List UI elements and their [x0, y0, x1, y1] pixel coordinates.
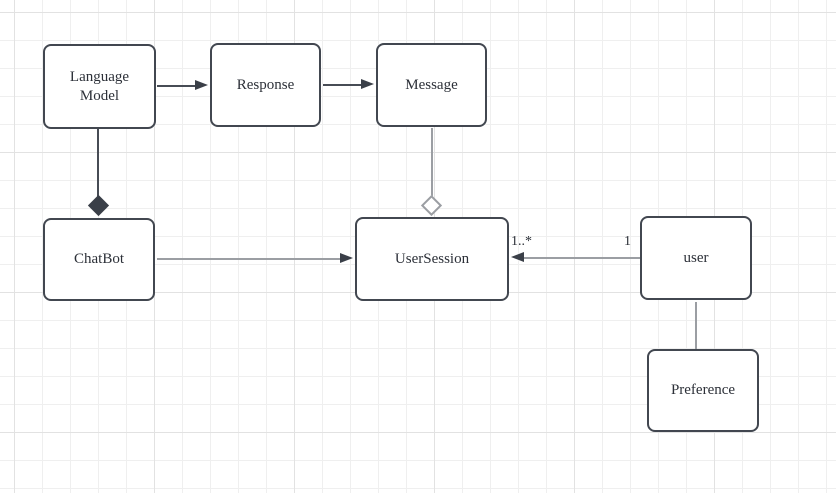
- node-language-model[interactable]: Language Model: [43, 44, 156, 129]
- arrowhead-right-icon: [340, 253, 353, 263]
- composition-diamond-icon: [87, 194, 110, 217]
- node-chatbot[interactable]: ChatBot: [43, 218, 155, 301]
- node-language-model-label: Language Model: [69, 68, 130, 104]
- node-preference-label: Preference: [670, 382, 736, 398]
- arrowhead-right-icon: [195, 80, 208, 90]
- node-user-label: user: [683, 249, 709, 266]
- node-user[interactable]: user: [640, 216, 752, 300]
- node-message[interactable]: Message: [376, 43, 487, 127]
- edge-chatbot-usersession[interactable]: [157, 258, 342, 260]
- edge-user-preference[interactable]: [695, 302, 697, 349]
- node-chatbot-label: ChatBot: [73, 251, 124, 267]
- aggregation-diamond-icon: [420, 194, 443, 217]
- node-message-label: Message: [405, 76, 458, 93]
- node-preference[interactable]: Preference: [647, 349, 759, 432]
- arrowhead-right-icon: [361, 79, 374, 89]
- edge-user-usersession[interactable]: [522, 257, 640, 259]
- edge-response-message[interactable]: [323, 84, 363, 86]
- arrowhead-left-icon: [511, 252, 524, 262]
- node-response-label: Response: [236, 76, 295, 93]
- node-response[interactable]: Response: [210, 43, 321, 127]
- edge-languagemodel-response[interactable]: [157, 85, 197, 87]
- node-user-session-label: UserSession: [394, 250, 470, 267]
- multiplicity-label-target: 1..*: [511, 234, 532, 249]
- edge-message-usersession[interactable]: [431, 128, 433, 197]
- node-user-session[interactable]: UserSession: [355, 217, 509, 301]
- multiplicity-label-source: 1: [624, 234, 631, 249]
- edge-languagemodel-chatbot[interactable]: [97, 129, 99, 197]
